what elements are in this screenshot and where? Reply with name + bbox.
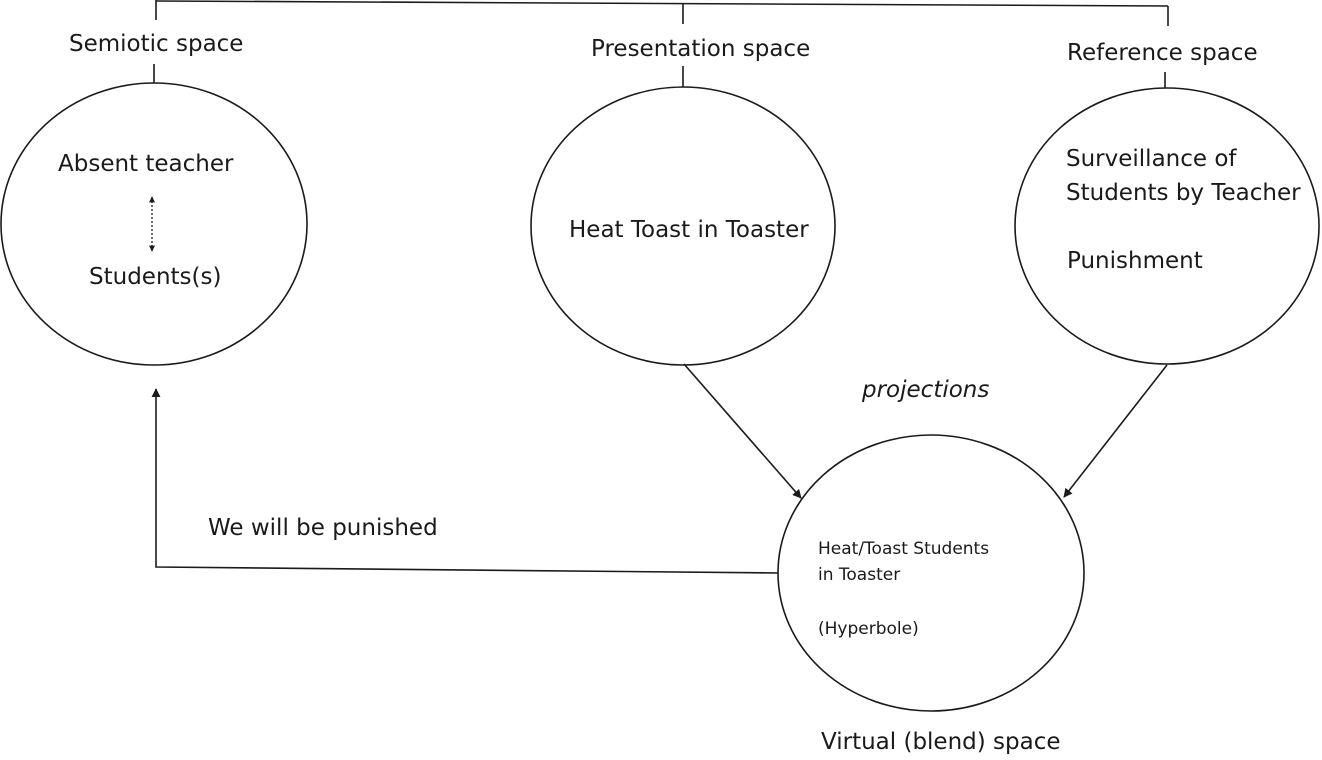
virtual-space-title: Virtual (blend) space	[821, 729, 1061, 755]
absent-teacher-text: Absent teacher	[58, 151, 234, 177]
punishment-text: Punishment	[1067, 248, 1203, 274]
blend-line2-text: in Toaster	[818, 565, 901, 585]
reference-space-circle	[1014, 87, 1320, 365]
top-bracket	[153, 0, 1169, 90]
surveillance-line1-text: Surveillance of	[1066, 146, 1237, 172]
heat-toast-text: Heat Toast in Toaster	[569, 217, 809, 243]
surveillance-line2-text: Students by Teacher	[1066, 180, 1301, 206]
semiotic-space-title: Semiotic space	[69, 31, 244, 57]
feedback-arrow	[151, 388, 779, 574]
presentation-space-circle	[530, 86, 836, 366]
projections-label: projections	[862, 377, 990, 403]
students-text: Students(s)	[89, 264, 222, 290]
blend-line1-text: Heat/Toast Students	[818, 539, 990, 559]
hyperbole-text: (Hyperbole)	[818, 619, 919, 639]
presentation-projection-arrow	[683, 363, 802, 499]
semiotic-space-circle	[0, 82, 308, 366]
reference-space-title: Reference space	[1067, 40, 1258, 66]
feedback-label: We will be punished	[208, 515, 438, 541]
presentation-space-title: Presentation space	[591, 36, 811, 62]
reference-projection-arrow	[1063, 364, 1168, 498]
